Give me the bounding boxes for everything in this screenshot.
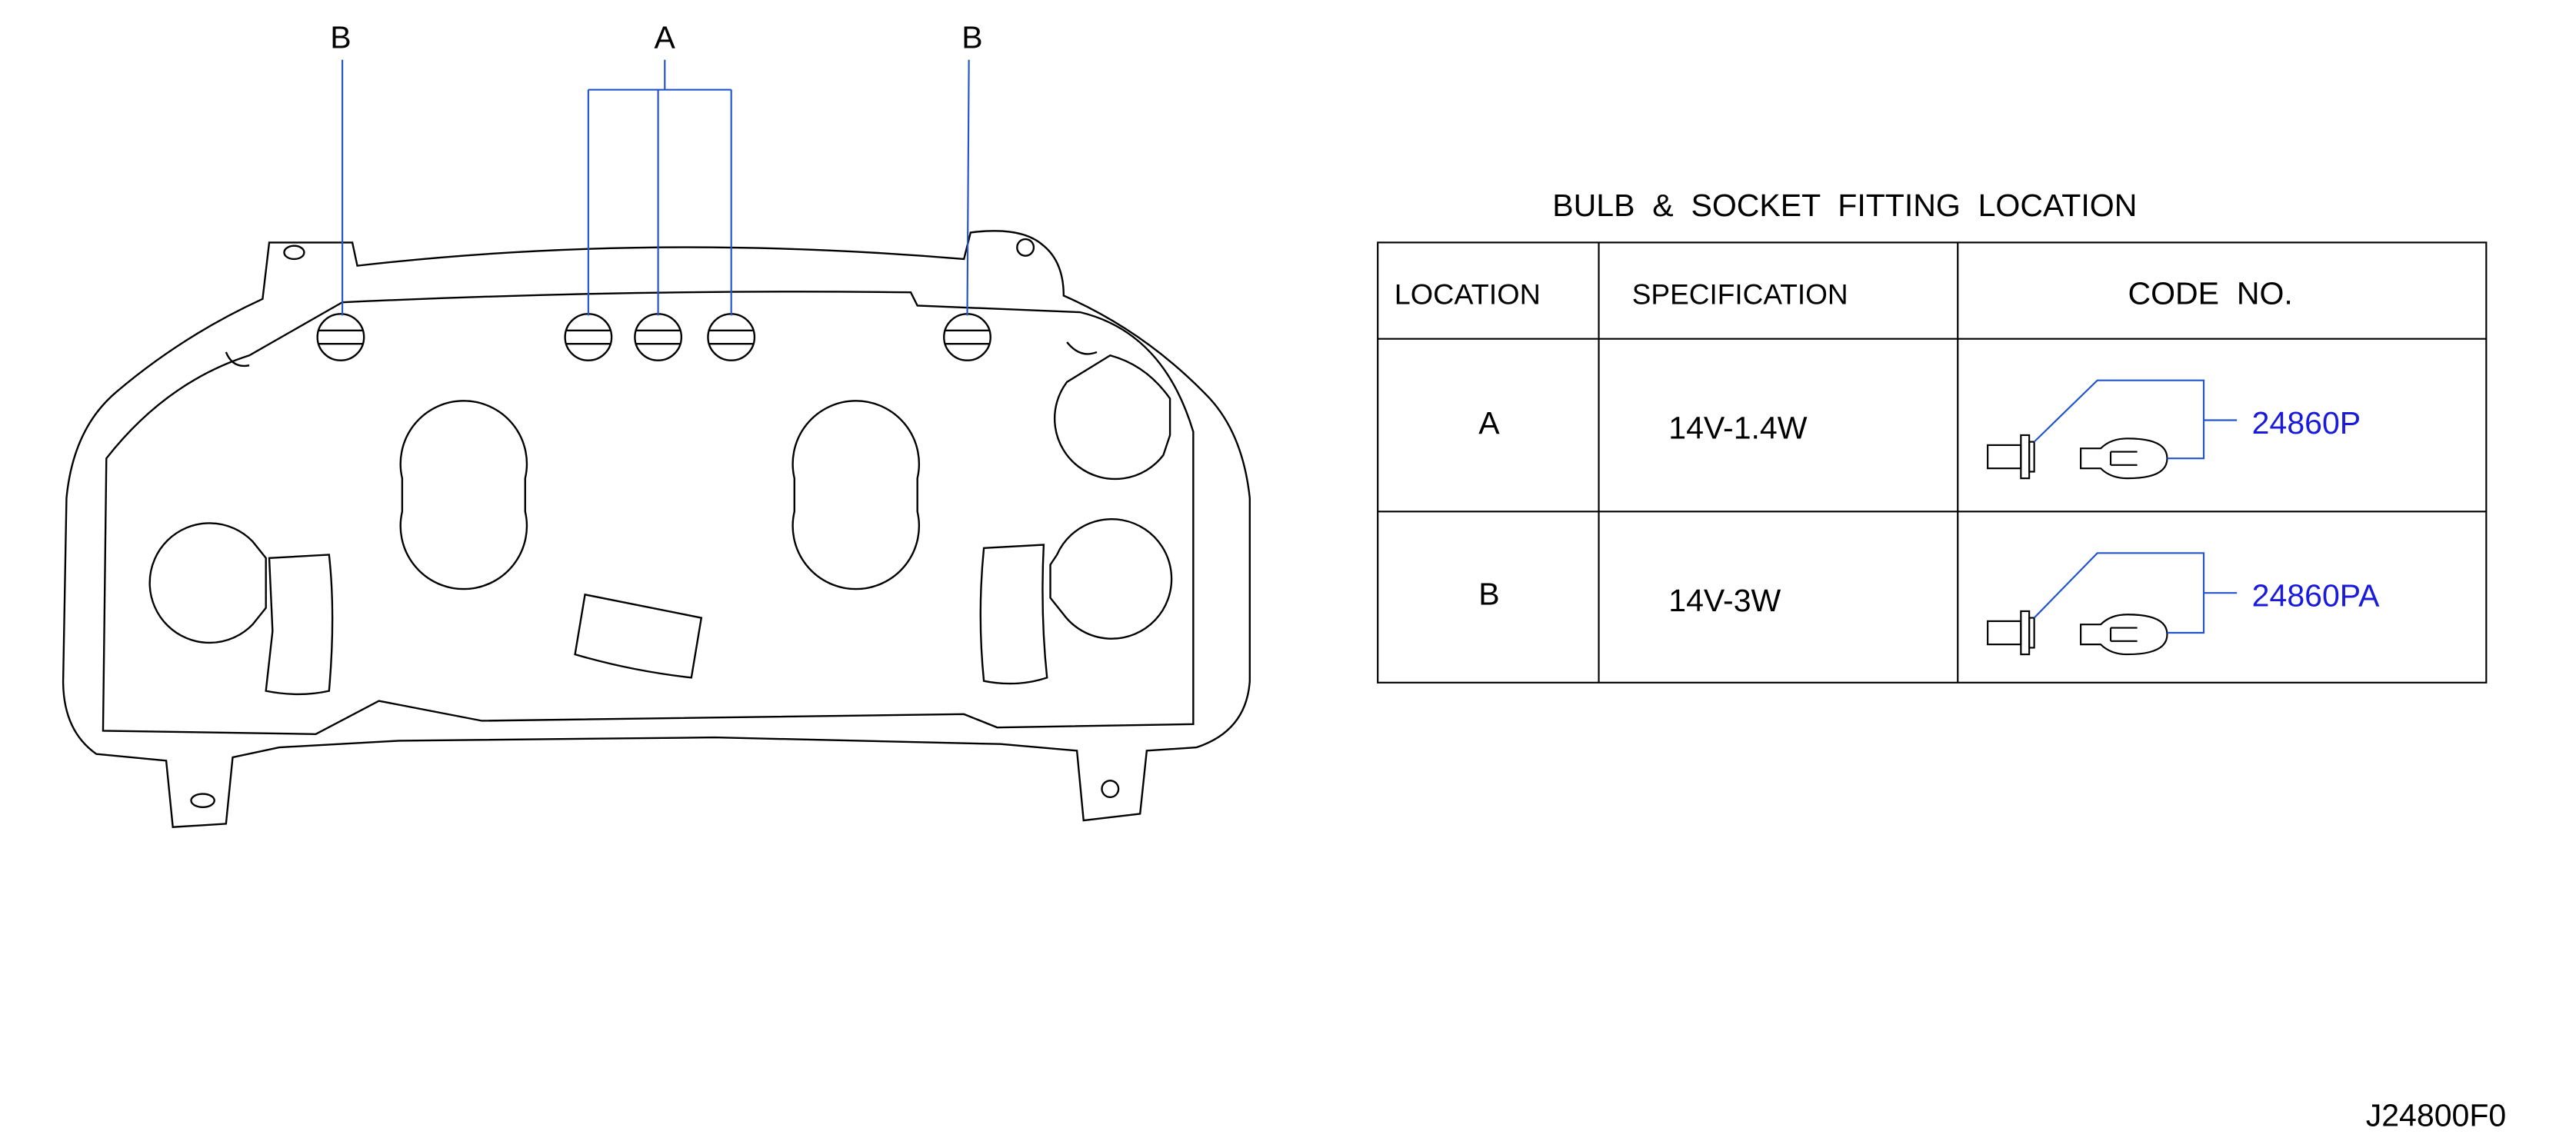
header-location: LOCATION: [1395, 278, 1541, 310]
socket-b-left: [316, 313, 365, 361]
housing-outer-outline: [62, 230, 1251, 828]
notch-left: [225, 351, 250, 368]
housing-inner-outline: [102, 291, 1195, 735]
row-a-code: 24860P: [2252, 405, 2361, 441]
leader-lines: [342, 59, 970, 316]
mount-hole-bottom-right: [1101, 780, 1120, 799]
callout-b-right: B: [961, 20, 982, 55]
display-window-center: [574, 593, 703, 679]
row-a-location: A: [1478, 405, 1500, 441]
leader-b-right: [966, 59, 970, 316]
row-b-specification: 14V-3W: [1668, 583, 1781, 618]
callout-b-left: B: [330, 20, 351, 55]
gauge-opening-center-right: [791, 400, 920, 590]
callout-a: A: [655, 20, 676, 55]
drawing-id: J24800F0: [2366, 1098, 2507, 1133]
gauge-opening-top-right: [1053, 354, 1171, 481]
row-a-specification: 14V-1.4W: [1668, 410, 1807, 445]
mount-hole-bottom-left: [190, 793, 215, 809]
socket-a-2: [634, 313, 683, 361]
notch-right: [1066, 341, 1098, 355]
mount-hole-top-left: [283, 244, 305, 261]
gauge-opening-right-small: [1049, 518, 1173, 640]
gauge-opening-center-left: [399, 400, 528, 590]
mount-hole-top-right: [1016, 238, 1035, 257]
spec-table: [1377, 241, 2488, 684]
row-b-code: 24860PA: [2252, 577, 2380, 613]
bulb-socket-illustration-a: [1987, 379, 2238, 480]
socket-b-right: [943, 313, 991, 361]
header-code-no: CODE NO.: [2128, 275, 2292, 311]
display-window-right: [979, 544, 1048, 685]
socket-a-1: [564, 313, 613, 361]
bulb-socket-illustration-b: [1987, 552, 2238, 656]
table-title: BULB & SOCKET FITTING LOCATION: [1552, 188, 2137, 223]
gauge-opening-left-small: [148, 522, 267, 644]
display-window-left: [265, 554, 334, 696]
instrument-cluster-housing: [62, 230, 1251, 828]
socket-a-3: [707, 313, 756, 361]
leader-a-bracket: [587, 59, 732, 316]
header-specification: SPECIFICATION: [1632, 278, 1848, 310]
row-b-location: B: [1478, 576, 1499, 611]
